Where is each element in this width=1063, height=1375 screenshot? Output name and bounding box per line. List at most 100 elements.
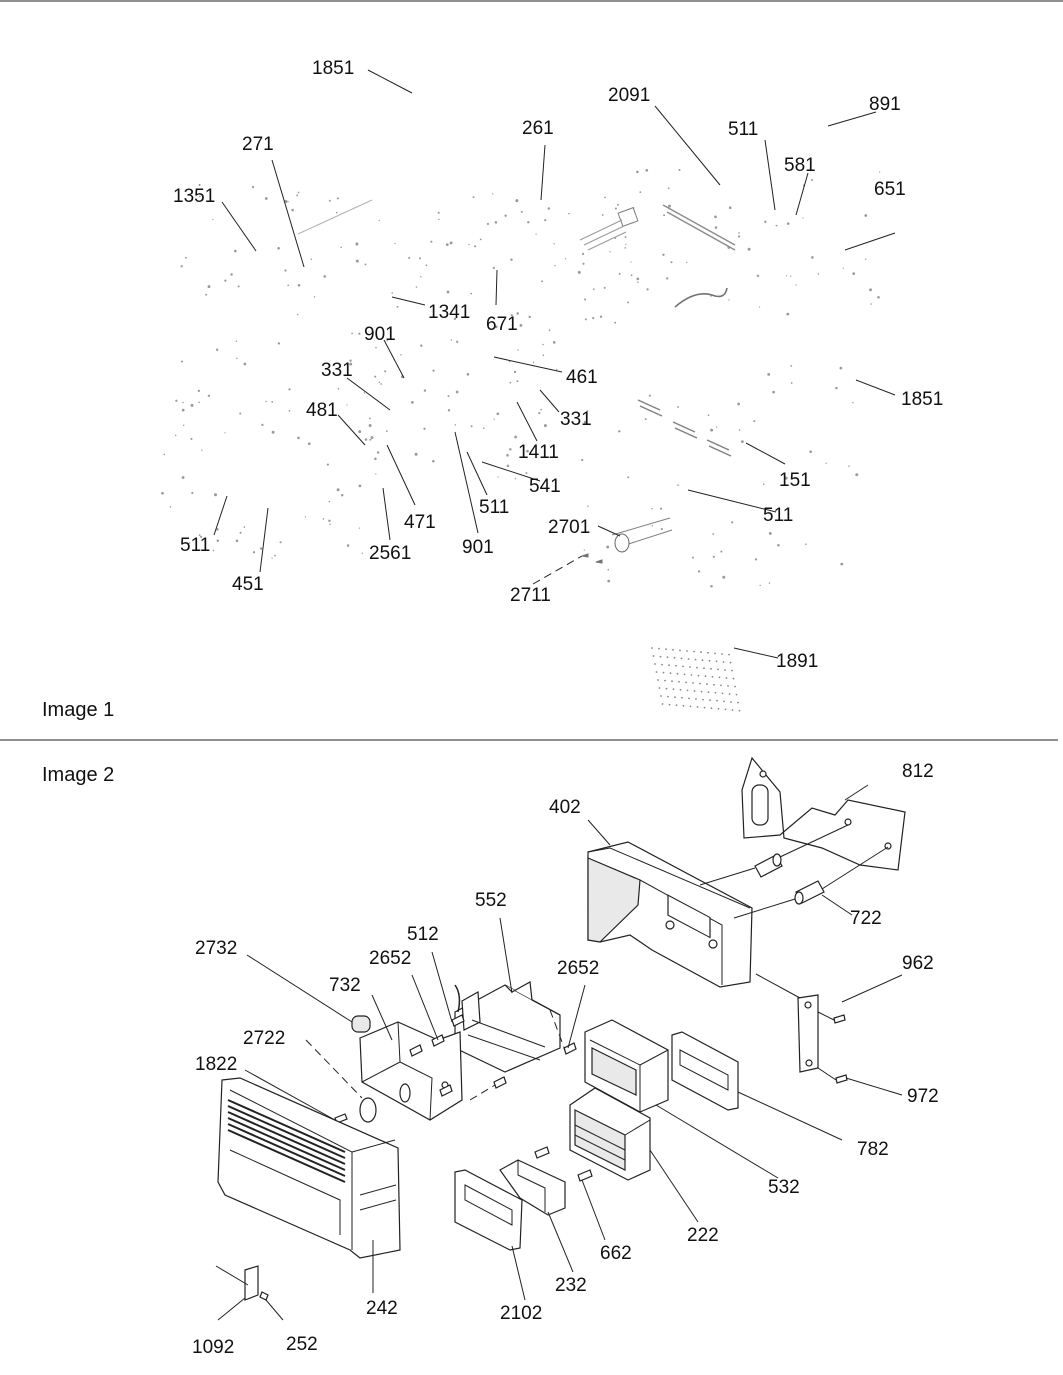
panel-dot — [722, 661, 725, 663]
faint-dot — [541, 280, 544, 283]
faint-dot — [408, 257, 411, 259]
faint-dot — [848, 465, 850, 467]
panel-dot — [690, 674, 693, 676]
faint-dot — [715, 426, 718, 428]
panel-dot — [704, 675, 707, 678]
faint-dot — [607, 579, 611, 583]
part-242-grille — [217, 1077, 401, 1259]
faint-dot — [581, 458, 584, 462]
callout-label: 1851 — [312, 58, 354, 79]
faint-dot — [265, 400, 267, 403]
faint-dot — [261, 423, 264, 427]
faint-dot — [358, 430, 362, 434]
faint-dot — [738, 235, 741, 238]
faint-dot — [516, 380, 519, 383]
rail-part-2 — [666, 211, 736, 251]
panel-dot — [668, 703, 671, 706]
panel-dot — [672, 688, 675, 691]
faint-dot — [519, 324, 523, 327]
callout-label: 511 — [763, 505, 793, 526]
panel-dot — [724, 708, 727, 711]
panel-dot — [700, 690, 703, 693]
faint-dot — [237, 285, 240, 288]
faint-dot — [864, 214, 868, 217]
faint-dot — [668, 204, 671, 208]
faint-dot — [516, 312, 519, 315]
part-2102-frame — [454, 1169, 523, 1251]
faint-dot — [587, 505, 589, 507]
faint-dot — [852, 272, 856, 275]
panel-dot — [731, 709, 734, 711]
harness-wires — [579, 219, 627, 251]
faint-dot — [296, 194, 299, 197]
faint-dot — [311, 402, 315, 405]
panel-dot — [711, 675, 714, 678]
faint-dot — [793, 477, 796, 480]
faint-dot — [243, 362, 247, 366]
panel-dot — [700, 651, 702, 654]
faint-dot — [230, 273, 233, 276]
panel-dot — [666, 656, 669, 659]
faint-dot — [737, 402, 740, 406]
faint-dot — [376, 451, 380, 454]
panel-dot — [714, 691, 717, 694]
callout-label: 331 — [321, 360, 353, 381]
screw — [493, 1076, 507, 1089]
faint-dot — [707, 414, 710, 417]
faint-dot — [175, 399, 178, 402]
panel-dot — [689, 666, 691, 668]
faint-dot — [754, 558, 758, 561]
faint-dot — [630, 274, 633, 277]
faint-dot — [420, 276, 422, 278]
panel-dot — [723, 700, 725, 703]
panel-dot — [669, 672, 672, 675]
faint-dot — [710, 295, 712, 297]
panel-dot — [659, 655, 662, 658]
faint-dot — [802, 217, 804, 219]
connector-plug — [617, 207, 639, 227]
faint-dot — [277, 342, 281, 345]
faint-dot — [391, 292, 394, 294]
panel-dot — [685, 681, 687, 684]
faint-dot — [660, 507, 663, 510]
faint-dot — [646, 288, 649, 291]
faint-dot — [710, 428, 714, 432]
faint-dot — [235, 539, 239, 543]
panel-dot — [709, 699, 711, 702]
callout-label: 271 — [242, 134, 274, 155]
faint-dot — [607, 568, 610, 571]
panel-dot — [654, 663, 656, 665]
faint-dot — [762, 483, 765, 485]
faint-dot — [728, 206, 732, 209]
callout-label: 481 — [306, 400, 338, 421]
faint-dot — [878, 171, 881, 173]
panel-dot — [651, 647, 653, 649]
faint-dot — [378, 381, 381, 384]
faint-dot — [614, 237, 617, 240]
panel-dot — [707, 691, 710, 694]
faint-dot — [198, 401, 200, 404]
faint-dot — [738, 429, 741, 431]
faint-dot — [288, 410, 291, 412]
faint-dot — [180, 265, 183, 268]
faint-dot — [835, 386, 838, 390]
callout-label: 511 — [479, 497, 509, 518]
faint-dot — [287, 284, 290, 287]
faint-dot — [313, 296, 316, 298]
callout-label: 891 — [869, 94, 901, 115]
faint-dot — [396, 305, 399, 308]
faint-dot — [553, 243, 555, 245]
faint-dot — [648, 394, 651, 397]
panel-dot — [696, 666, 698, 669]
faint-dot — [840, 562, 844, 566]
faint-dot — [568, 212, 570, 215]
faint-dot — [667, 187, 670, 190]
callout-label: 962 — [902, 953, 934, 974]
callout-label: 2561 — [369, 543, 411, 564]
faint-dot — [627, 301, 630, 304]
part-782-frame — [671, 1031, 739, 1111]
faint-dot — [790, 382, 793, 384]
panel-dot — [680, 657, 683, 660]
faint-dot — [297, 436, 300, 440]
bracket-hole — [399, 1083, 411, 1103]
